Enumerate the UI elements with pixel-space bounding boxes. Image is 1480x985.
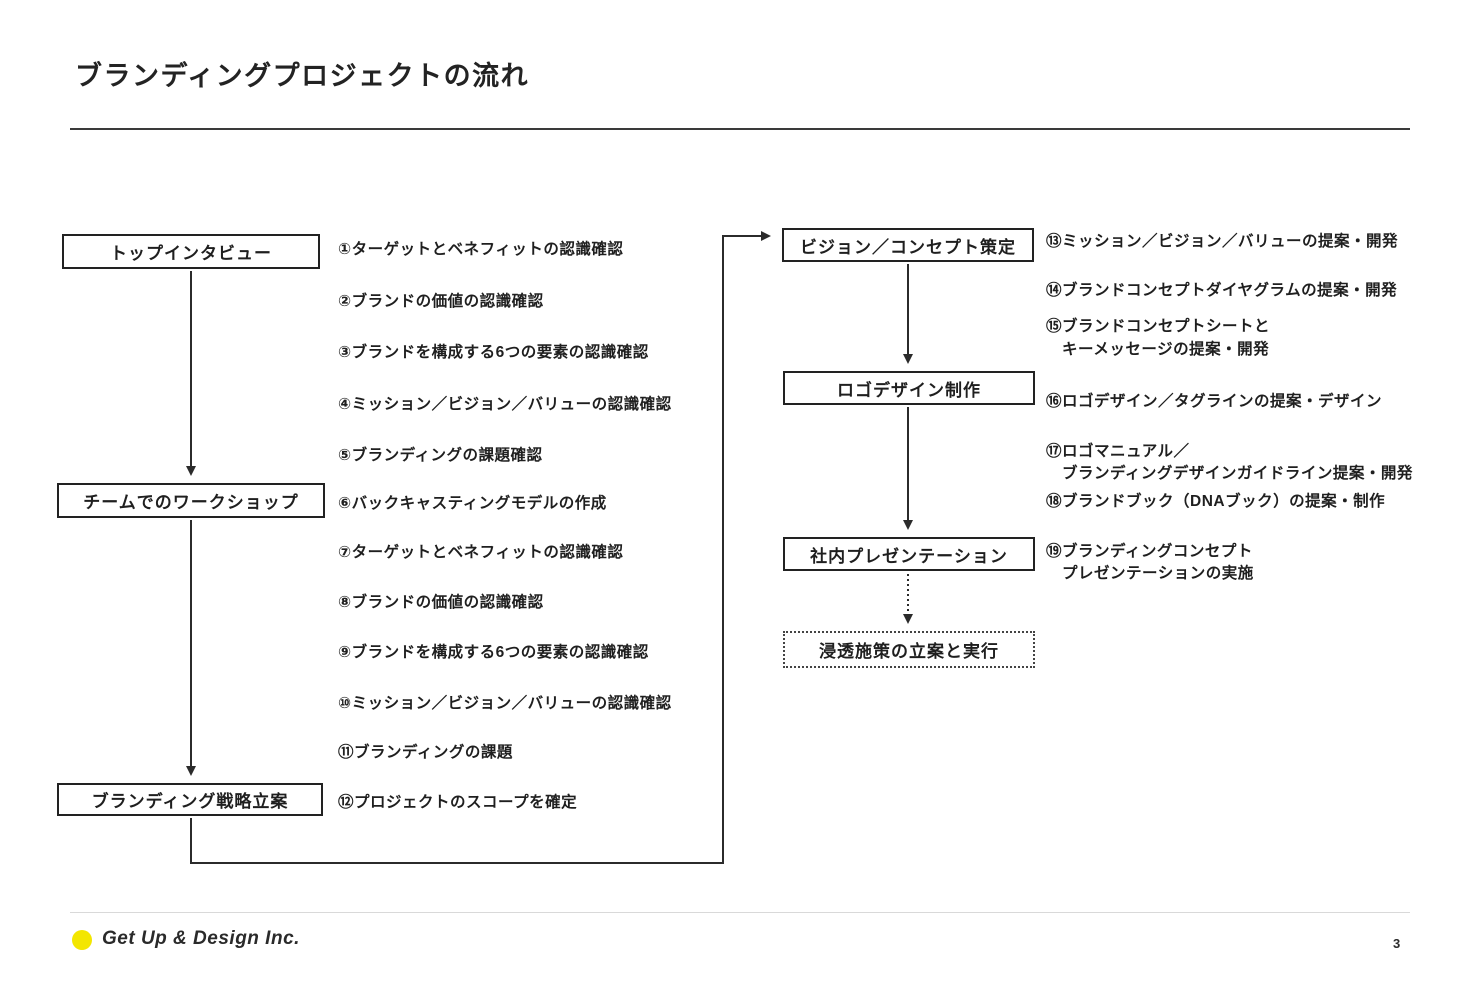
title-underline xyxy=(70,128,1410,130)
flow-item-15-line1: ⑮ブランドコンセプトシートと xyxy=(1046,318,1271,335)
stage-label: ブランディング戦略立案 xyxy=(91,792,289,811)
flow-item-09: ⑨ブランドを構成する6つの要素の認識確認 xyxy=(338,644,649,661)
logo-dot-icon xyxy=(72,930,92,950)
stage-label: チームでのワークショップ xyxy=(83,493,299,512)
flow-item-11: ⑪ブランディングの課題 xyxy=(338,744,513,761)
flow-item-06: ⑥バックキャスティングモデルの作成 xyxy=(338,495,607,512)
flow-item-13: ⑬ミッション／ビジョン／バリューの提案・開発 xyxy=(1046,233,1399,250)
flow-item-03: ③ブランドを構成する6つの要素の認識確認 xyxy=(338,344,649,361)
stage-box-rollout: 浸透施策の立案と実行 xyxy=(783,631,1035,668)
flow-item-01: ①ターゲットとベネフィットの認識確認 xyxy=(338,241,624,258)
page-number: 3 xyxy=(1393,936,1401,951)
stage-box-top-interview: トップインタビュー xyxy=(62,234,320,269)
flow-item-14: ⑭ブランドコンセプトダイヤグラムの提案・開発 xyxy=(1046,282,1398,299)
stage-box-logo-design: ロゴデザイン制作 xyxy=(783,371,1035,405)
flow-item-17-line2: ブランディングデザインガイドライン提案・開発 xyxy=(1062,465,1413,482)
flow-item-17-line1: ⑰ロゴマニュアル／ xyxy=(1046,443,1190,460)
flow-item-16: ⑯ロゴデザイン／タグラインの提案・デザイン xyxy=(1046,393,1383,410)
flow-item-07: ⑦ターゲットとベネフィットの認識確認 xyxy=(338,544,624,561)
flow-item-18: ⑱ブランドブック（DNAブック）の提案・制作 xyxy=(1046,493,1386,510)
stage-label: トップインタビュー xyxy=(110,244,272,263)
flow-item-04: ④ミッション／ビジョン／バリューの認識確認 xyxy=(338,396,672,413)
footer-divider xyxy=(70,912,1410,913)
stage-label: 浸透施策の立案と実行 xyxy=(819,642,999,661)
flow-item-05: ⑤ブランディングの課題確認 xyxy=(338,447,543,464)
stage-label: ロゴデザイン制作 xyxy=(837,380,981,400)
stage-label: 社内プレゼンテーション xyxy=(810,546,1008,566)
company-name: Get Up & Design Inc. xyxy=(102,928,300,949)
stage-box-vision-concept: ビジョン／コンセプト策定 xyxy=(782,228,1034,262)
flow-item-15-line2: キーメッセージの提案・開発 xyxy=(1062,341,1270,358)
flow-item-19-line1: ⑲ブランディングコンセプト xyxy=(1046,543,1253,560)
flow-item-10: ⑩ミッション／ビジョン／バリューの認識確認 xyxy=(338,695,672,712)
flow-item-02: ②ブランドの価値の認識確認 xyxy=(338,293,544,310)
flow-item-12: ⑫プロジェクトのスコープを確定 xyxy=(338,794,578,811)
stage-label: ビジョン／コンセプト策定 xyxy=(800,237,1016,257)
stage-box-branding-strategy: ブランディング戦略立案 xyxy=(57,783,323,816)
flow-item-19-line2: プレゼンテーションの実施 xyxy=(1062,565,1254,582)
stage-box-team-workshop: チームでのワークショップ xyxy=(57,483,325,518)
stage-box-internal-presentation: 社内プレゼンテーション xyxy=(783,537,1035,571)
page-title: ブランディングプロジェクトの流れ xyxy=(75,61,530,91)
flow-item-08: ⑧ブランドの価値の認識確認 xyxy=(338,594,544,611)
